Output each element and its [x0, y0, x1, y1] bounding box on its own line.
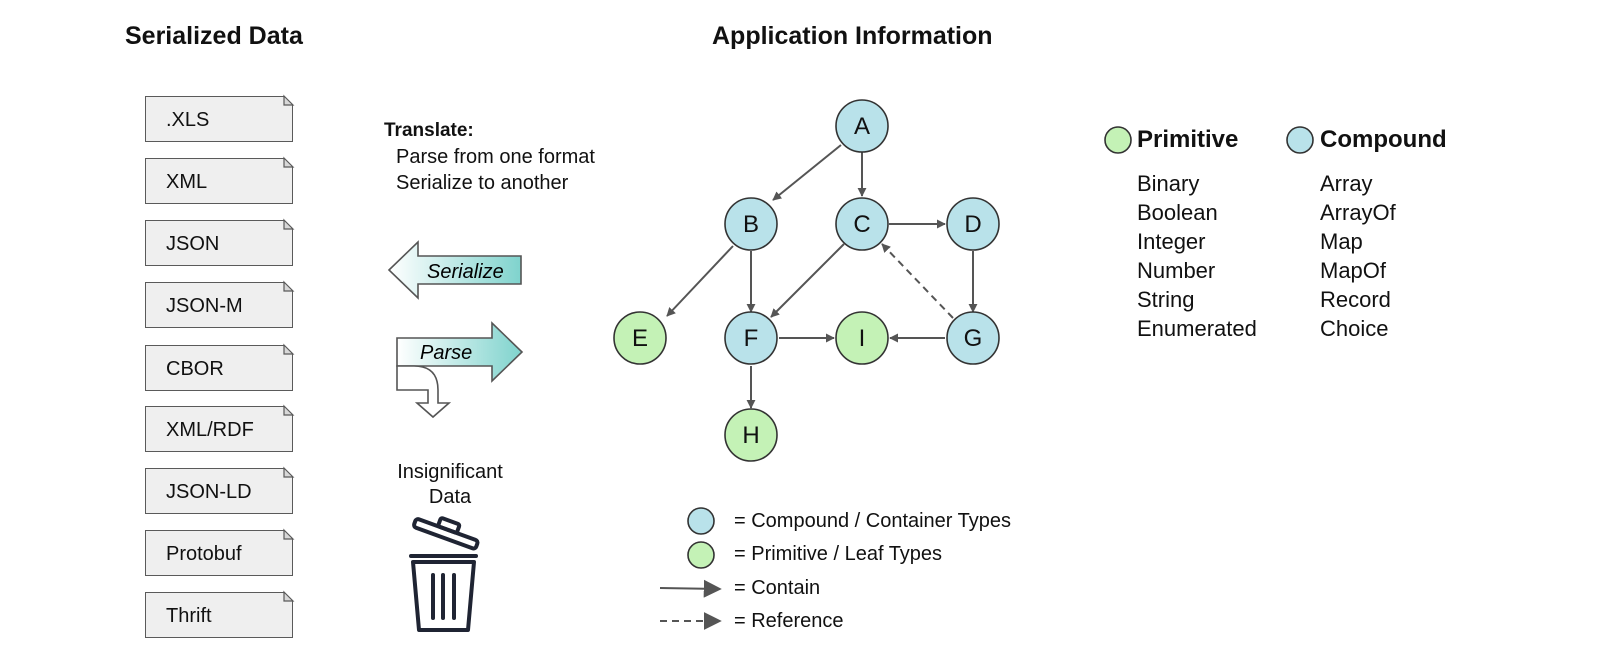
format-file-xls: .XLS: [145, 96, 293, 142]
node-f-label: F: [744, 325, 759, 352]
format-file-protobuf: Protobuf: [145, 530, 293, 576]
node-c-label: C: [853, 211, 870, 238]
format-file-xml-rdf: XML/RDF: [145, 406, 293, 452]
edge-b-e: [666, 245, 734, 317]
format-file-json-ld: JSON-LD: [145, 468, 293, 514]
node-e-label: E: [632, 325, 648, 352]
node-i: I: [835, 311, 889, 365]
compound-types-heading: Compound: [1320, 126, 1447, 153]
serialized-data-heading: Serialized Data: [125, 22, 303, 50]
node-d: D: [946, 197, 1000, 251]
graph-edges: [666, 144, 978, 409]
key-primitive-text: = Primitive / Leaf Types: [734, 543, 943, 565]
primitive-type-item: Number: [1137, 258, 1216, 283]
node-b: B: [724, 197, 778, 251]
primitive-type-item: Boolean: [1137, 200, 1218, 225]
key-compound-swatch: [687, 507, 715, 535]
key-primitive-swatch: [687, 541, 715, 569]
key-reference-text: = Reference: [734, 610, 844, 632]
format-file-cbor: CBOR: [145, 345, 293, 391]
format-file-json-m: JSON-M: [145, 282, 293, 328]
serialize-arrow: Serialize: [387, 240, 522, 300]
file-corners: [283, 94, 295, 602]
insignificant-data-label: Insignificant Data: [380, 460, 520, 510]
compound-type-item: MapOf: [1320, 258, 1387, 283]
compound-type-item: Array: [1320, 171, 1373, 196]
primitive-type-item: Integer: [1137, 229, 1206, 254]
discard-bend-arrow: [396, 365, 452, 419]
edge-g-c-reference: [881, 243, 954, 319]
compound-type-item: Choice: [1320, 316, 1389, 341]
serialize-arrow-label: Serialize: [427, 261, 504, 283]
application-information-heading: Application Information: [712, 22, 993, 50]
node-d-label: D: [964, 211, 981, 238]
insignificant-line-2: Data: [428, 486, 472, 508]
node-h-label: H: [742, 422, 759, 449]
primitive-type-item: Enumerated: [1137, 316, 1257, 341]
primitive-type-item: String: [1137, 287, 1195, 312]
translate-line-parse: Parse from one format: [396, 146, 595, 168]
node-a: A: [835, 99, 889, 153]
format-file-xml: XML: [145, 158, 293, 204]
node-c: C: [835, 197, 889, 251]
node-f: F: [724, 311, 778, 365]
edge-a-b: [772, 144, 842, 201]
primitive-swatch: [1104, 126, 1132, 154]
key-contain-arrow: [659, 579, 722, 598]
compound-type-item: Record: [1320, 287, 1391, 312]
translate-line-serialize: Serialize to another: [396, 172, 569, 194]
node-i-label: I: [859, 325, 866, 352]
graph-nodes: A B C D E F I G H: [613, 99, 1000, 462]
compound-swatch: [1286, 126, 1314, 154]
insignificant-line-1: Insignificant: [397, 461, 503, 483]
format-file-json: JSON: [145, 220, 293, 266]
node-g-label: G: [964, 325, 983, 352]
parse-arrow: Parse: [396, 321, 524, 419]
node-a-label: A: [854, 113, 870, 140]
node-e: E: [613, 311, 667, 365]
primitive-type-item: Binary: [1137, 171, 1200, 196]
parse-arrow-label: Parse: [420, 342, 472, 364]
node-h: H: [724, 408, 778, 462]
compound-type-item: ArrayOf: [1320, 200, 1396, 225]
primitive-types-heading: Primitive: [1137, 126, 1239, 153]
node-g: G: [946, 311, 1000, 365]
key-contain-text: = Contain: [734, 577, 821, 599]
node-b-label: B: [743, 211, 759, 238]
edge-c-f: [770, 243, 845, 318]
compound-type-item: Map: [1320, 229, 1363, 254]
key-compound-text: = Compound / Container Types: [734, 510, 1012, 532]
translate-title: Translate:: [384, 120, 474, 141]
trash-can-icon: [409, 516, 480, 632]
format-file-thrift: Thrift: [145, 592, 293, 638]
